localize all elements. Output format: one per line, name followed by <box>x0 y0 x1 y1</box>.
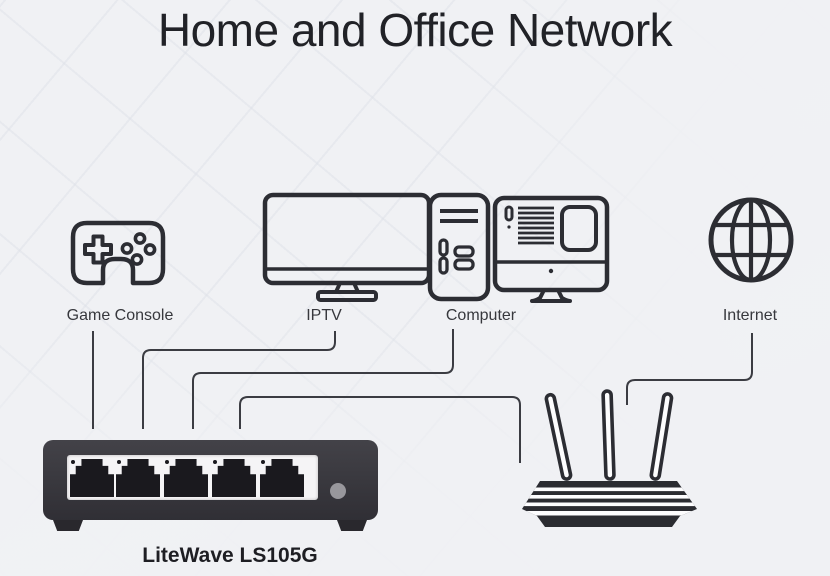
ethernet-port-4 <box>212 459 256 497</box>
wire-internet-to-router <box>626 333 753 405</box>
game-console-icon <box>70 220 166 286</box>
switch-model-label: LiteWave LS105G <box>142 544 318 567</box>
wire-switch-to-router <box>239 396 521 463</box>
computer-monitor-icon <box>492 195 610 305</box>
iptv-label: IPTV <box>306 307 342 324</box>
internet-globe-icon <box>707 196 795 284</box>
game-console-label: Game Console <box>66 307 174 324</box>
ethernet-port-5 <box>260 459 304 497</box>
switch-power-led <box>330 483 346 499</box>
router-icon <box>500 385 720 535</box>
switch-foot <box>53 520 83 531</box>
computer-tower-icon <box>427 192 491 302</box>
rj45-jack-shape <box>116 459 160 497</box>
iptv-icon <box>262 192 432 304</box>
internet-label: Internet <box>722 307 778 324</box>
port-led-dot <box>165 460 169 464</box>
page-title: Home and Office Network <box>157 4 673 56</box>
switch-port-panel <box>67 455 318 500</box>
ethernet-port-3 <box>164 459 208 497</box>
rj45-jack-shape <box>70 459 114 497</box>
network-switch <box>43 440 378 531</box>
rj45-jack-shape <box>212 459 256 497</box>
rj45-jack-shape <box>260 459 304 497</box>
wire-computer-to-switch <box>192 329 454 429</box>
switch-foot <box>337 520 367 531</box>
computer-label: Computer <box>445 307 517 324</box>
port-led-dot <box>261 460 265 464</box>
router-antennas <box>544 389 674 481</box>
router-body <box>522 481 697 527</box>
rj45-jack-shape <box>164 459 208 497</box>
ethernet-port-1 <box>70 459 114 497</box>
port-led-dot <box>117 460 121 464</box>
ethernet-port-2 <box>116 459 160 497</box>
port-led-dot <box>213 460 217 464</box>
wire-iptv-to-switch <box>142 331 336 429</box>
port-led-dot <box>71 460 75 464</box>
